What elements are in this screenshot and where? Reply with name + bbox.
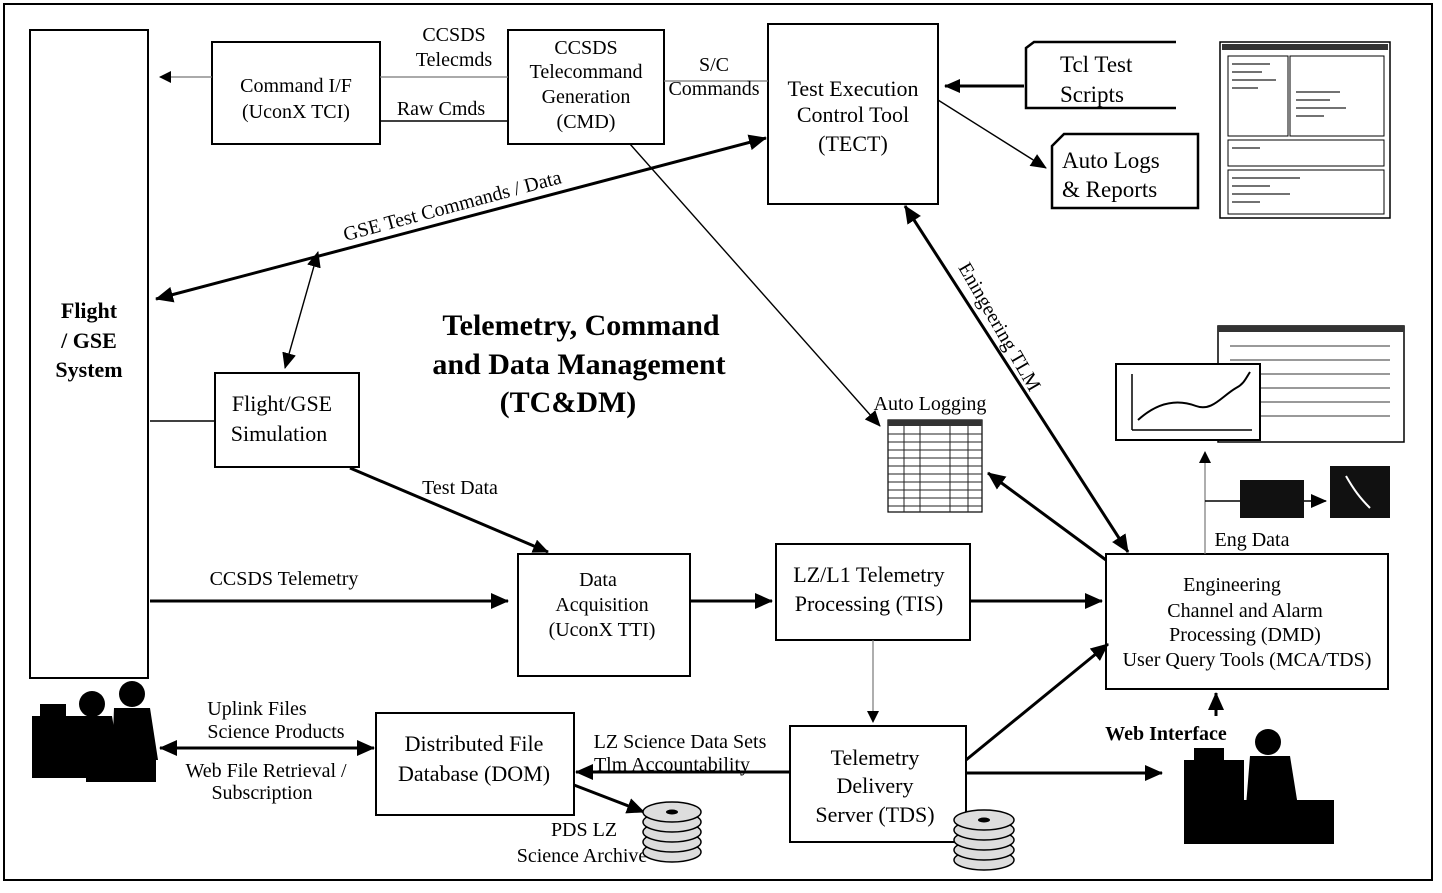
- web-user-icon: [1184, 729, 1334, 844]
- uplink-files-label: Uplink Files: [207, 698, 307, 720]
- tds-line1: Telemetry: [831, 745, 920, 770]
- tds-disk-stack-icon: [953, 809, 1015, 871]
- diagram-title-line3: (TC&DM): [500, 386, 637, 419]
- ccsds-gen-line3: Generation: [542, 86, 631, 108]
- engineering-box: Engineering Channel and Alarm Processing…: [1105, 553, 1389, 690]
- pds-archive-disk-stack-icon: [642, 801, 702, 863]
- ccsds-telecmds-label-1: CCSDS: [422, 24, 485, 46]
- tect-line1: Test Execution: [787, 76, 918, 101]
- tds-line3: Server (TDS): [815, 802, 934, 827]
- engineering-line1: Engineering: [1183, 574, 1281, 596]
- ccsds-telecmds-label-2: Telecmds: [416, 49, 493, 71]
- tcl-test-scripts-box: Tcl Test Scripts: [1024, 40, 1176, 110]
- test-data-label: Test Data: [422, 477, 498, 499]
- flight-gse-system-box: Flight / GSE System: [29, 29, 149, 679]
- lz-l1-line2: Processing (TIS): [795, 591, 943, 616]
- eng-data-label: Eng Data: [1215, 529, 1290, 551]
- tect-line3: (TECT): [818, 131, 888, 156]
- tect-gui-screenshot-icon: [1219, 41, 1391, 219]
- auto-logging-table-icon: [887, 419, 983, 513]
- web-interface-label: Web Interface: [1105, 723, 1227, 745]
- tcl-scripts-line2: Scripts: [1060, 82, 1124, 107]
- lz-l1-line1: LZ/L1 Telemetry: [793, 562, 944, 587]
- lz-l1-telemetry-processing-box: LZ/L1 Telemetry Processing (TIS): [775, 543, 971, 641]
- raw-cmds-label: Raw Cmds: [397, 98, 486, 120]
- flight-system-line1: Flight: [61, 298, 118, 323]
- simulation-line2: Simulation: [231, 421, 328, 446]
- command-if-box: Command I/F (UconX TCI): [211, 41, 381, 145]
- scientist-users-icon: [32, 681, 158, 782]
- ccsds-telemetry-label: CCSDS Telemetry: [210, 568, 359, 590]
- sc-commands-label-1: S/C: [699, 54, 729, 76]
- command-if-line2: (UconX TCI): [242, 101, 350, 123]
- data-acq-line2: Acquisition: [555, 594, 648, 616]
- gse-test-commands-arrow: [155, 134, 767, 303]
- flight-system-line3: System: [55, 357, 122, 382]
- auto-logs-reports-box: Auto Logs & Reports: [1050, 132, 1200, 210]
- ccsds-telecommand-generation-box: CCSDS Telecommand Generation (CMD): [507, 29, 665, 145]
- diagram-title-line2: and Data Management: [432, 348, 725, 381]
- dfd-line1: Distributed File: [405, 731, 544, 756]
- flight-system-line2: / GSE: [60, 328, 117, 353]
- data-acquisition-box: Data Acquisition (UconX TTI): [517, 553, 691, 677]
- auto-logging-label: Auto Logging: [874, 393, 987, 415]
- engineering-tlm-label: Eningeering TLM: [954, 259, 1045, 395]
- cmd-to-autologging-arrow: [629, 143, 881, 427]
- science-archive-label: Science Archive: [517, 845, 648, 867]
- subscription-label: Subscription: [211, 782, 312, 804]
- engineering-to-autologging-arrow: [987, 471, 1107, 562]
- engineering-display-screens-icon: [1115, 325, 1405, 443]
- dfd-line2: Database (DOM): [398, 761, 550, 786]
- ccsds-gen-line2: Telecommand: [530, 61, 643, 83]
- tds-line2: Delivery: [837, 773, 914, 798]
- sc-commands-label-2: Commands: [668, 78, 759, 100]
- telemetry-delivery-server-box: Telemetry Delivery Server (TDS): [789, 725, 967, 843]
- gse-test-commands-label: GSE Test Commands / Data: [341, 166, 564, 245]
- auto-logs-line2: & Reports: [1062, 177, 1157, 202]
- pds-lz-label: PDS LZ: [551, 819, 617, 841]
- tlm-accountability-label: Tlm Accountability: [594, 754, 750, 776]
- tect-to-autologs-arrow: [937, 99, 1047, 169]
- data-acq-line1: Data: [579, 569, 617, 591]
- science-products-label: Science Products: [207, 721, 344, 743]
- web-file-retrieval-label: Web File Retrieval /: [185, 760, 347, 782]
- tect-line2: Control Tool: [797, 102, 909, 127]
- ccsds-gen-line1: CCSDS: [554, 37, 617, 59]
- engineering-line2: Channel and Alarm: [1167, 600, 1323, 622]
- data-acq-line3: (UconX TTI): [549, 619, 656, 641]
- ccsds-gen-line4: (CMD): [557, 111, 616, 133]
- engineering-tlm-arrow: [903, 205, 1130, 553]
- tect-box: Test Execution Control Tool (TECT): [767, 23, 939, 205]
- eng-data-monitor-icon: [1240, 466, 1390, 518]
- outer-frame: [3, 3, 1433, 881]
- auto-logs-line1: Auto Logs: [1062, 148, 1160, 173]
- command-if-line1: Command I/F: [240, 75, 352, 97]
- dfd-to-archive-arrow: [573, 783, 645, 814]
- engineering-line4: User Query Tools (MCA/TDS): [1123, 649, 1372, 671]
- flight-gse-simulation-box: Flight/GSE Simulation: [214, 372, 360, 468]
- tds-to-engineering-arrow: [965, 642, 1109, 762]
- simulation-gse-link-arrow: [282, 251, 321, 369]
- simulation-line1: Flight/GSE: [232, 391, 332, 416]
- tcl-scripts-line1: Tcl Test: [1060, 52, 1133, 77]
- lz-science-data-sets-label: LZ Science Data Sets: [594, 731, 767, 753]
- engineering-line3: Processing (DMD): [1169, 624, 1321, 646]
- diagram-title-line1: Telemetry, Command: [442, 309, 720, 342]
- distributed-file-database-box: Distributed File Database (DOM): [375, 712, 575, 816]
- test-data-arrow: [349, 466, 549, 554]
